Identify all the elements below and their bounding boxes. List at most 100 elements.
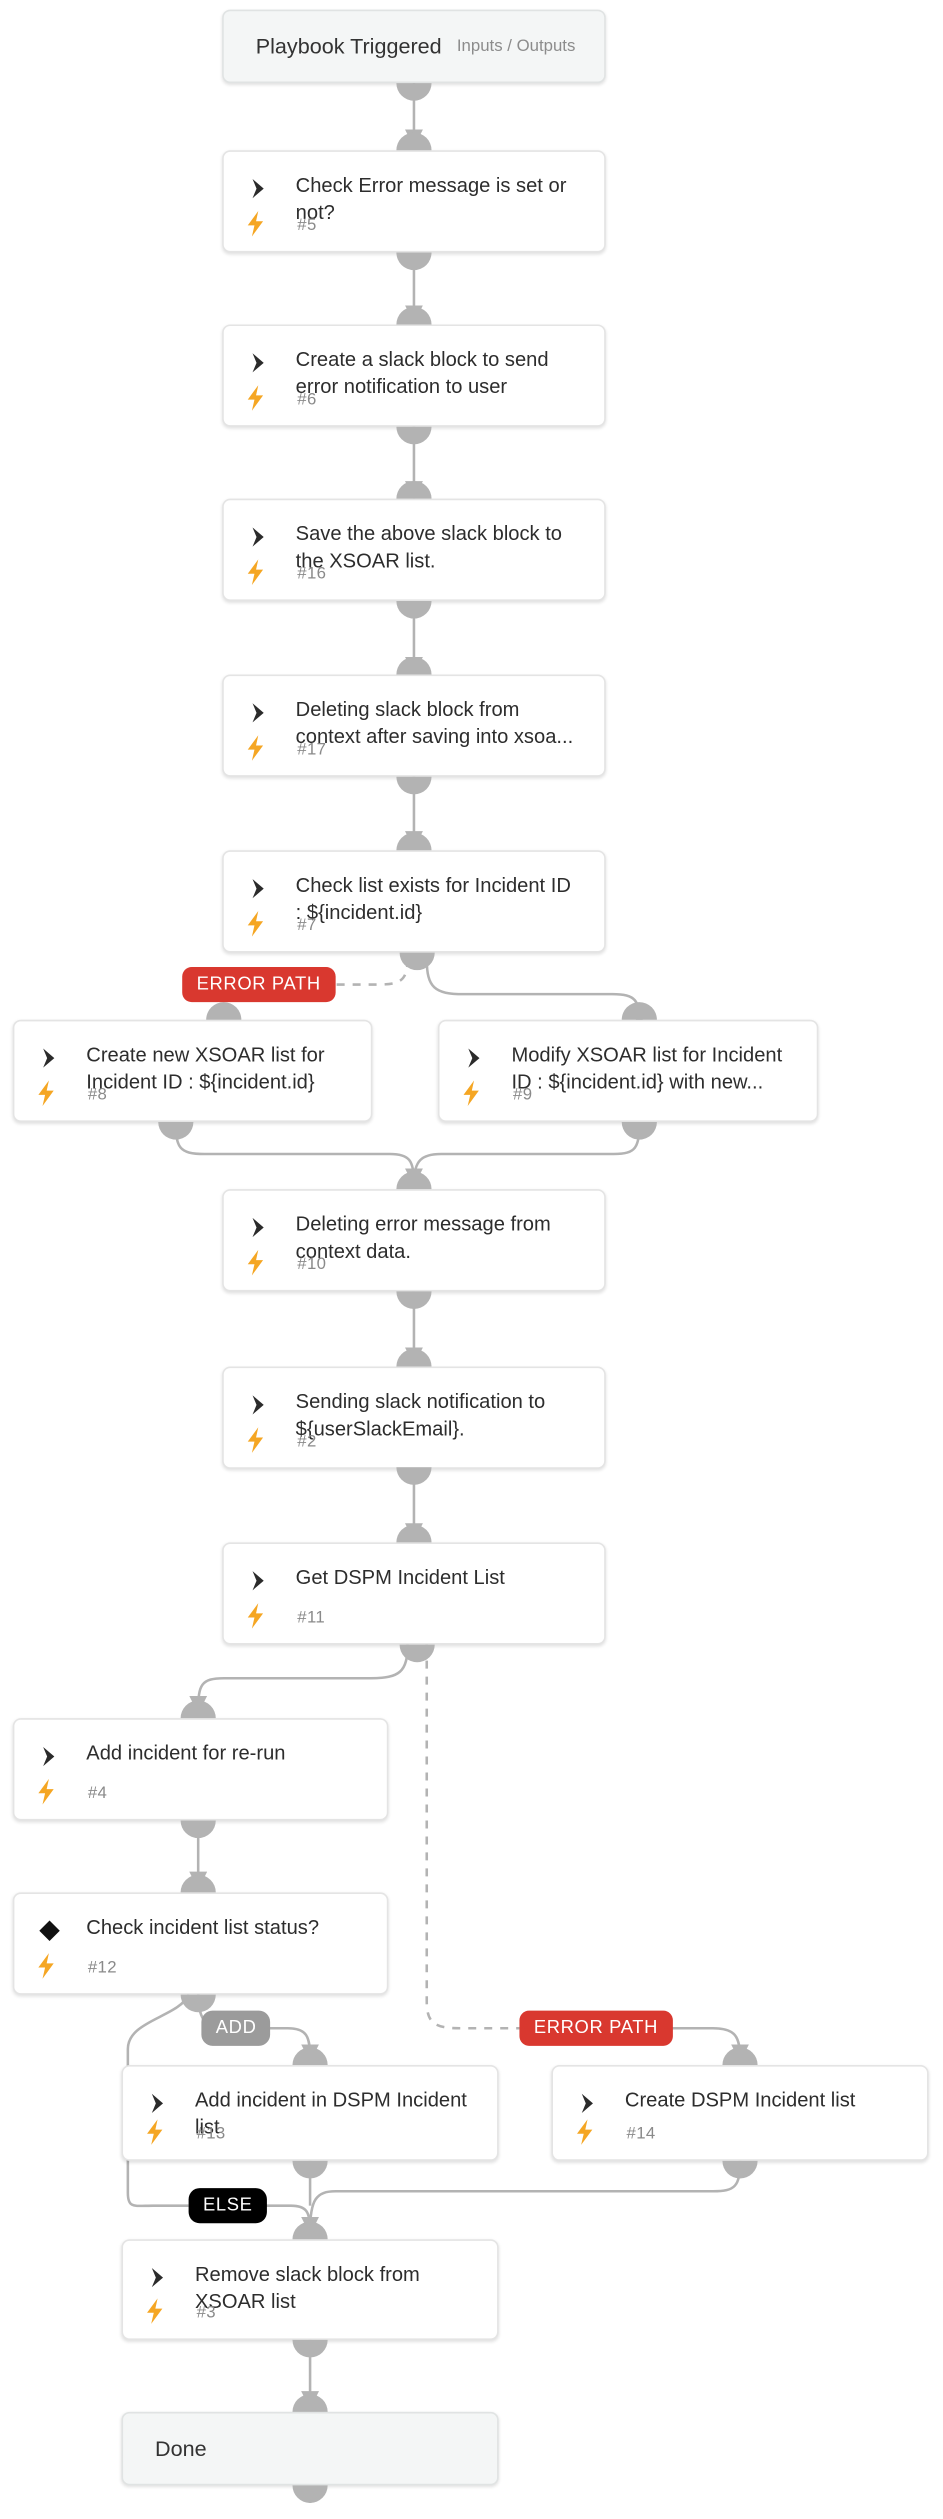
node-10[interactable]: Deleting error message from context data…: [222, 1189, 606, 1292]
port-out-12: [180, 1994, 216, 2013]
port-out-9: [621, 1122, 657, 1140]
branch-label-text: ADD: [215, 2018, 257, 2038]
port-out-16: [396, 600, 432, 619]
node-id: #5: [297, 215, 317, 235]
port-out-8: [158, 1122, 194, 1140]
port-out-done: [292, 2485, 328, 2503]
node-6[interactable]: Create a slack block to send error notif…: [222, 324, 606, 427]
port-in-7: [396, 832, 432, 851]
port-in-done: [292, 2394, 328, 2412]
node-title: Create new XSOAR list for Incident ID : …: [86, 1043, 325, 1094]
port-out-2: [396, 1467, 432, 1485]
node-title: Save the above slack block to the XSOAR …: [295, 522, 563, 573]
chevron-right-icon: [246, 876, 272, 902]
node-id: #2: [297, 1432, 317, 1452]
lightning-bolt-icon: [245, 1603, 267, 1629]
node-id: #13: [196, 2124, 226, 2144]
lightning-bolt-icon: [245, 559, 267, 585]
branch-label-add[interactable]: ADD: [201, 2010, 271, 2046]
node-title: Remove slack block from XSOAR list: [194, 2263, 420, 2313]
node-id: #9: [513, 1085, 533, 1105]
node-id: #12: [87, 1957, 117, 1978]
start-node-inputs-outputs-link[interactable]: Inputs / Outputs: [456, 36, 576, 56]
port-in-3: [292, 2221, 328, 2240]
node-title: Create a slack block to send error notif…: [295, 348, 549, 398]
node-14[interactable]: Create DSPM Incident list #14: [551, 2065, 929, 2161]
port-out-5: [396, 252, 432, 271]
node-title: Modify XSOAR list for Incident ID : ${in…: [511, 1043, 783, 1094]
start-node-title: Playbook Triggered: [255, 34, 442, 59]
port-in-9: [621, 1002, 657, 1020]
node-16[interactable]: Save the above slack block to the XSOAR …: [222, 498, 606, 601]
node-7[interactable]: Check list exists for Incident ID : ${in…: [222, 850, 606, 953]
lightning-bolt-icon: [245, 1427, 267, 1453]
chevron-right-icon: [575, 2091, 601, 2117]
port-out-start: [396, 83, 432, 101]
node-title: Create DSPM Incident list: [624, 2088, 856, 2112]
chevron-right-icon: [246, 350, 272, 376]
chevron-right-icon: [246, 524, 272, 550]
chevron-right-icon: [462, 1045, 488, 1071]
node-playbook-triggered[interactable]: Playbook Triggered Inputs / Outputs: [222, 9, 606, 84]
branch-label-else[interactable]: ELSE: [188, 2188, 267, 2224]
node-done[interactable]: Done: [121, 2411, 499, 2486]
node-title: Add incident in DSPM Incident list: [194, 2088, 467, 2139]
chevron-right-icon: [37, 1045, 63, 1071]
node-id: #7: [297, 915, 317, 936]
port-in-11: [396, 1524, 432, 1543]
node-5[interactable]: Check Error message is set or not? #5: [222, 150, 606, 253]
lightning-bolt-icon: [35, 1953, 57, 1979]
node-title: Deleting slack block from context after …: [295, 698, 574, 749]
chevron-right-icon: [37, 1744, 63, 1770]
port-out-7: [399, 952, 435, 971]
port-out-17: [396, 776, 432, 795]
port-out-14: [722, 2160, 758, 2179]
node-3[interactable]: Remove slack block from XSOAR list #3: [121, 2239, 499, 2340]
branch-label-text: ELSE: [202, 2196, 253, 2216]
port-in-16: [396, 481, 432, 499]
end-node-title: Done: [155, 2436, 207, 2461]
lightning-bolt-icon: [35, 1778, 57, 1805]
node-id: #11: [297, 1607, 326, 1628]
node-9[interactable]: Modify XSOAR list for Incident ID : ${in…: [437, 1019, 819, 1123]
node-title: Check Error message is set or not?: [295, 174, 567, 224]
port-in-8: [206, 1002, 242, 1020]
port-in-6: [396, 306, 432, 325]
node-id: #3: [196, 2303, 216, 2323]
lightning-bolt-icon: [144, 2298, 166, 2324]
port-in-17: [396, 656, 432, 675]
node-title: Deleting error message from context data…: [295, 1213, 551, 1263]
branch-label-text: ERROR PATH: [196, 974, 321, 995]
lightning-bolt-icon: [144, 2119, 166, 2145]
node-8[interactable]: Create new XSOAR list for Incident ID : …: [12, 1019, 373, 1123]
node-12[interactable]: Check incident list status? #12: [12, 1892, 389, 1995]
node-4[interactable]: Add incident for re-run #4: [12, 1718, 389, 1821]
chevron-right-icon: [246, 176, 272, 202]
chevron-right-icon: [246, 700, 272, 726]
chevron-right-icon: [145, 2091, 171, 2117]
port-out-13: [292, 2160, 328, 2179]
node-13[interactable]: Add incident in DSPM Incident list #13: [121, 2065, 499, 2161]
node-17[interactable]: Deleting slack block from context after …: [222, 674, 606, 777]
port-in-10: [396, 1171, 432, 1190]
node-title: Sending slack notification to ${userSlac…: [295, 1390, 546, 1441]
node-title: Check incident list status?: [86, 1916, 320, 1939]
port-out-10: [396, 1291, 432, 1310]
port-in-5: [396, 132, 432, 151]
port-in-12: [180, 1874, 216, 1893]
lightning-bolt-icon: [245, 1249, 267, 1276]
node-id: #6: [297, 389, 317, 410]
node-title: Get DSPM Incident List: [295, 1566, 505, 1589]
node-title: Check list exists for Incident ID : ${in…: [295, 874, 571, 924]
branch-label-text: ERROR PATH: [533, 2018, 659, 2038]
chevron-right-icon: [246, 1215, 272, 1241]
node-11[interactable]: Get DSPM Incident List #11: [222, 1542, 606, 1645]
node-2[interactable]: Sending slack notification to ${userSlac…: [222, 1366, 606, 1469]
port-out-6: [396, 426, 432, 445]
branch-label-error-path-1[interactable]: ERROR PATH: [182, 966, 336, 1003]
chevron-right-icon: [145, 2265, 171, 2291]
port-in-4: [180, 1700, 216, 1719]
node-id: #10: [297, 1254, 327, 1274]
branch-label-error-path-2[interactable]: ERROR PATH: [519, 2010, 673, 2046]
